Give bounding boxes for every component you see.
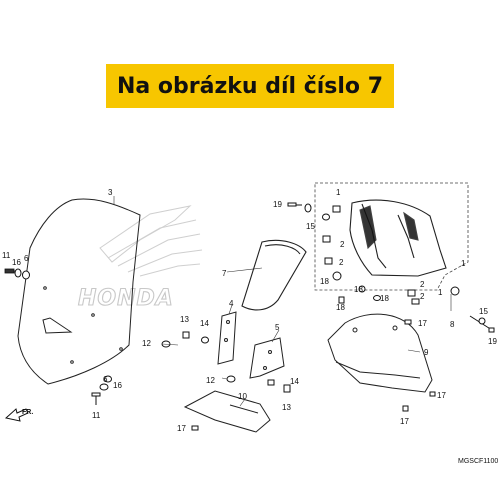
front-direction-label: FR.	[22, 409, 33, 416]
washer-16-bottom	[99, 383, 109, 391]
part-label-2-d: 2	[420, 292, 425, 301]
part-label-3: 3	[108, 188, 113, 197]
inner-panel-part-7	[241, 239, 307, 311]
part-label-6-bottom: 6	[103, 375, 108, 384]
upper-cowl-box	[314, 182, 469, 291]
part-label-17-lower-left: 17	[177, 424, 186, 433]
part-label-12-lower: 12	[206, 376, 215, 385]
washer-16-top	[14, 268, 22, 278]
part-label-2-b: 2	[339, 258, 344, 267]
honda-brand-watermark: HONDA	[78, 286, 174, 311]
part-label-15-left: 15	[306, 222, 315, 231]
grommets-18	[332, 271, 460, 305]
part-label-6-top: 6	[24, 254, 29, 263]
part-label-5: 5	[275, 323, 280, 332]
part-label-14-lower: 14	[290, 377, 299, 386]
fasteners-1-15	[287, 202, 341, 265]
leader-lines	[113, 196, 452, 407]
nut-6-top	[22, 270, 30, 280]
clips-17-right	[402, 319, 436, 412]
screws-13-14-lower	[226, 375, 291, 393]
honda-wing-watermark	[99, 205, 203, 277]
part-label-12-upper: 12	[142, 339, 151, 348]
part-label-4: 4	[229, 299, 234, 308]
part-label-18-a: 18	[320, 277, 329, 286]
part-label-18-b: 18	[354, 285, 363, 294]
screw-19-right	[469, 315, 495, 333]
lower-trim-10	[183, 390, 271, 433]
screws-13-14-upper	[161, 331, 209, 348]
part-label-18-d: 18	[336, 303, 345, 312]
front-direction-arrow	[4, 408, 29, 422]
nut-6-bottom	[104, 375, 112, 383]
part-label-14-upper: 14	[200, 319, 209, 328]
part-label-1-right: 1	[461, 259, 466, 268]
part-label-11-bottom: 11	[92, 411, 101, 420]
part-label-11-top: 11	[2, 251, 11, 260]
part-label-2-c: 2	[420, 280, 425, 289]
clip-17-left	[191, 425, 199, 431]
windscreen	[17, 198, 141, 385]
part-label-17-bottom: 17	[400, 417, 409, 426]
bracket-4	[217, 311, 237, 365]
part-label-8: 8	[450, 320, 455, 329]
bracket-5	[249, 337, 285, 379]
part-label-1-top: 1	[336, 188, 341, 197]
part-label-19-right: 19	[488, 337, 497, 346]
part-number-banner: Na obrázku díl číslo 7	[106, 64, 394, 108]
part-label-10: 10	[238, 392, 247, 401]
part-label-1-lower: 1	[438, 288, 443, 297]
part-label-2-a: 2	[340, 240, 345, 249]
part-label-9: 9	[424, 348, 429, 357]
part-label-17-right: 17	[418, 319, 427, 328]
part-label-18-c: 18	[380, 294, 389, 303]
part-labels: 3 7 4 5 8 9 11 16 6 6 16 11 12 13 14 12 …	[2, 188, 497, 433]
catalog-code: MGSCF1100	[458, 458, 498, 465]
part-label-15-right: 15	[479, 307, 488, 316]
part-label-13-upper: 13	[180, 315, 189, 324]
part-label-16-top: 16	[12, 258, 21, 267]
upper-cowl	[349, 199, 447, 277]
inner-cowl-9	[327, 313, 433, 393]
part-label-19-left: 19	[273, 200, 282, 209]
part-label-17-far-right: 17	[437, 391, 446, 400]
part-label-13-lower: 13	[282, 403, 291, 412]
screw-11-bottom	[91, 392, 101, 405]
banner-text: Na obrázku díl číslo 7	[116, 73, 384, 99]
part-label-7: 7	[222, 269, 227, 278]
part-label-16-bottom: 16	[113, 381, 122, 390]
